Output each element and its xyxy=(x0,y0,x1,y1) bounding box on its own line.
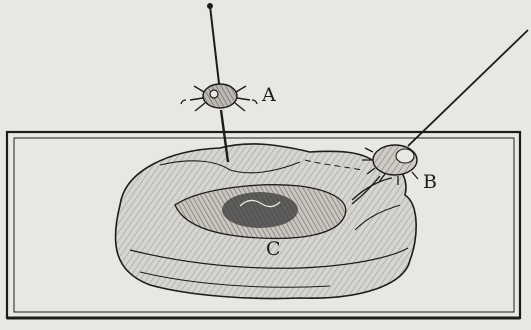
label-c: C xyxy=(266,240,281,259)
needle-b xyxy=(408,30,528,146)
label-a: A xyxy=(262,86,276,105)
center-c-region xyxy=(222,192,298,228)
label-b: B xyxy=(423,173,437,192)
sponge-mass xyxy=(115,144,416,299)
creature-a xyxy=(181,84,257,111)
